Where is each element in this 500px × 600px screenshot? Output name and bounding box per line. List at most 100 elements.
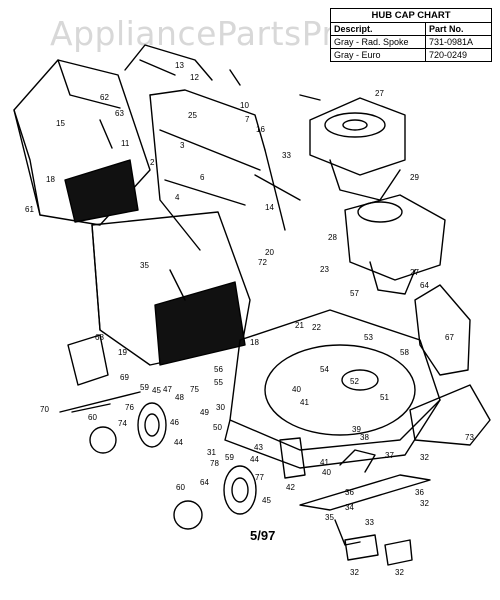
callout-3: 3 (180, 141, 185, 150)
callout-34: 34 (345, 503, 354, 512)
callout-73: 73 (465, 433, 474, 442)
callout-70: 70 (40, 405, 49, 414)
callout-32d: 32 (395, 568, 404, 577)
bottom-brackets (344, 534, 413, 566)
callout-40b: 40 (322, 468, 331, 477)
revision-date: 5/97 (250, 528, 276, 543)
callout-27b: 27 (410, 268, 419, 277)
callout-13: 13 (175, 61, 184, 70)
description-cell: Gray - Rad. Spoke (331, 36, 426, 48)
table-row: Gray - Euro 720-0249 (331, 49, 491, 61)
callout-20: 20 (265, 248, 274, 257)
callout-32c: 32 (350, 568, 359, 577)
table-row: Gray - Rad. Spoke 731-0981A (331, 36, 491, 49)
callout-54: 54 (320, 365, 329, 374)
callout-69: 69 (120, 373, 129, 382)
engine-lower (344, 194, 446, 295)
discharge-chute (414, 284, 471, 376)
callout-16: 16 (256, 125, 265, 134)
callout-18: 18 (46, 175, 55, 184)
callout-21: 21 (295, 321, 304, 330)
callout-39: 39 (352, 425, 361, 434)
callout-41: 41 (300, 398, 309, 407)
callout-30: 30 (216, 403, 225, 412)
callout-60: 60 (88, 413, 97, 422)
engine-top (299, 94, 406, 201)
part-number-cell: 720-0249 (429, 50, 468, 60)
callout-10: 10 (240, 101, 249, 110)
callout-68: 68 (95, 333, 104, 342)
callout-15: 15 (56, 119, 65, 128)
callout-labels: 13 12 62 63 15 18 61 11 10 7 16 33 25 3 … (25, 61, 474, 577)
callout-78: 78 (210, 459, 219, 468)
callout-76: 76 (125, 403, 134, 412)
callout-37: 37 (385, 451, 394, 460)
callout-6: 6 (200, 173, 205, 182)
callout-77: 77 (255, 473, 264, 482)
callout-61: 61 (25, 205, 34, 214)
callout-11: 11 (121, 139, 130, 148)
callout-55: 55 (214, 378, 223, 387)
side-deflector (409, 384, 491, 446)
callout-60b: 60 (176, 483, 185, 492)
callout-22: 22 (312, 323, 321, 332)
upper-grass-catcher (13, 59, 151, 226)
callout-74: 74 (118, 419, 127, 428)
callout-35: 35 (140, 261, 149, 270)
callout-46: 46 (170, 418, 179, 427)
callout-51: 51 (380, 393, 389, 402)
callout-72: 72 (258, 258, 267, 267)
hub-cap-chart: HUB CAP CHART Descript. Part No. Gray - … (330, 8, 492, 62)
callout-32: 32 (420, 453, 429, 462)
part-number-cell: 731-0981A (429, 37, 474, 47)
callout-4: 4 (175, 193, 180, 202)
mower-deck (224, 309, 441, 469)
callout-14: 14 (265, 203, 274, 212)
callout-29: 29 (410, 173, 419, 182)
callout-44b: 44 (250, 455, 259, 464)
callout-53: 53 (364, 333, 373, 342)
callout-58: 58 (400, 348, 409, 357)
callout-23: 23 (320, 265, 329, 274)
handle-assembly (124, 44, 301, 251)
callout-49: 49 (200, 408, 209, 417)
callout-31: 31 (207, 448, 216, 457)
callout-12: 12 (190, 73, 199, 82)
callout-59: 59 (140, 383, 149, 392)
callout-56: 56 (214, 365, 223, 374)
callout-62: 62 (100, 93, 109, 102)
callout-36b: 36 (415, 488, 424, 497)
callout-35b: 35 (325, 513, 334, 522)
callout-64b: 64 (200, 478, 209, 487)
callout-18b: 18 (250, 338, 259, 347)
callout-28: 28 (328, 233, 337, 242)
callout-42: 42 (286, 483, 295, 492)
callout-50: 50 (213, 423, 222, 432)
callout-33b: 33 (365, 518, 374, 527)
callout-47: 47 (163, 385, 172, 394)
callout-40: 40 (292, 385, 301, 394)
callout-19: 19 (118, 348, 127, 357)
callout-45b: 45 (262, 496, 271, 505)
callout-57: 57 (350, 289, 359, 298)
column-header-part-no: Part No. (429, 24, 464, 34)
callout-33: 33 (282, 151, 291, 160)
callout-48: 48 (175, 393, 184, 402)
callout-41b: 41 (320, 458, 329, 467)
callout-75: 75 (190, 385, 199, 394)
callout-36: 36 (345, 488, 354, 497)
callout-52: 52 (350, 377, 359, 386)
callout-43: 43 (254, 443, 263, 452)
callout-59b: 59 (225, 453, 234, 462)
callout-25: 25 (188, 111, 197, 120)
height-adjuster (279, 437, 306, 479)
hub-cap-chart-header: Descript. Part No. (331, 23, 491, 36)
callout-7: 7 (245, 115, 250, 124)
callout-44: 44 (174, 438, 183, 447)
callout-27: 27 (375, 89, 384, 98)
column-header-description: Descript. (331, 23, 426, 35)
callout-64: 64 (420, 281, 429, 290)
description-cell: Gray - Euro (331, 49, 426, 61)
rear-wheel (89, 402, 167, 454)
